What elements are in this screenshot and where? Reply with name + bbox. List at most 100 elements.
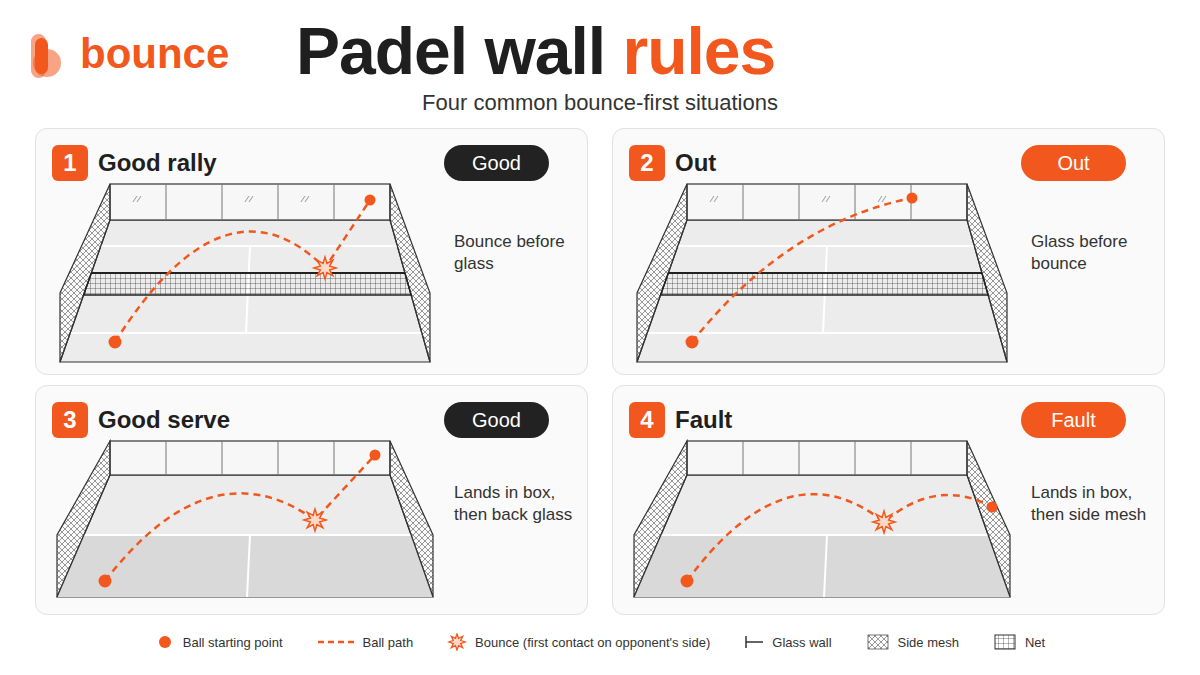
glass-divider [334,441,335,475]
back-glass [110,441,390,475]
court-floor [637,220,1007,362]
ball-start [686,336,699,349]
legend-sample [317,633,355,651]
legend-sample [155,633,175,651]
service-line [84,534,411,536]
verdict-label: Good [472,410,521,430]
panel-note: Bounce before glass [454,231,580,275]
glass-reflection [133,196,141,202]
panel-illustration [612,128,1165,375]
panel-heading: Fault [675,401,1005,439]
subtitle: Four common bounce-first situations [0,90,1200,116]
legend-item: Bounce (first contact on opponent's side… [447,633,710,651]
legend: Ball starting point Ball path Bounce (firs… [0,633,1200,651]
ball-end [365,195,376,206]
side-mesh [57,441,110,597]
logo-mark [31,34,61,78]
legend-item: Side mesh [866,633,959,651]
net-band [668,272,982,274]
glass-divider [222,184,223,220]
legend-text: Glass wall [772,635,831,650]
panel-note: Lands in box, then side mesh [1031,482,1157,526]
number-badge: 3 [52,402,88,438]
glass-divider [166,184,167,220]
panel-ground [612,128,1165,375]
glass-reflection [710,196,718,202]
legend-item: Ball starting point [155,633,283,651]
panel-heading: Out [675,144,1005,182]
verdict-label: Out [1057,153,1089,173]
glass-divider [743,441,744,475]
brand-name-wrap: bounce [80,33,229,75]
glass-reflection [301,196,309,202]
ball-path [115,200,370,342]
glass-divider [799,184,800,220]
legend-text: Bounce (first contact on opponent's side… [475,635,710,650]
verdict-pill: Out [1021,145,1126,181]
back-glass [110,184,390,220]
service-line [661,534,988,536]
rule-panel: Good serveLands in box, then back glass 3… [35,385,588,615]
rule-panel: OutGlass before bounce2Out [612,128,1165,375]
bounce-mark [873,511,895,533]
glass-divider [222,441,223,475]
glass-divider [911,441,912,475]
verdict-label: Good [472,153,521,173]
glass-divider [743,184,744,220]
legend-text: Ball starting point [183,635,283,650]
rule-panel: FaultLands in box, then side mesh 4 Fault [612,385,1165,615]
verdict-label: Fault [1051,410,1095,430]
service-boxes [57,535,433,597]
side-mesh [967,441,1010,597]
glass-divider [278,441,279,475]
ball-start [109,336,122,349]
panel-note: Lands in box, then back glass [454,482,580,526]
ball-path [692,198,912,342]
ball-end [907,193,918,204]
back-glass [687,441,967,475]
callout-number: 4 [640,408,653,432]
back-glass [687,184,967,220]
center-line [824,535,827,597]
glass-divider [799,441,800,475]
side-mesh [634,441,687,597]
court-floor [60,220,430,362]
verdict-pill: Good [444,145,549,181]
subtitle-wrap: Four common bounce-first situations [0,90,1200,116]
net [84,273,412,295]
glass-divider [334,184,335,220]
panel-illustration [35,385,588,615]
callout-number: 3 [63,408,76,432]
number-badge: 4 [629,402,665,438]
ball-end [370,450,381,461]
legend-sample [993,633,1017,651]
legend-item: Ball path [317,633,414,651]
service-boxes [634,535,1010,597]
ball-start [99,575,112,588]
legend-text: Net [1025,635,1045,650]
panel-ground [35,128,588,375]
center-line [247,535,250,597]
number-badge: 1 [52,145,88,181]
ball-path [687,494,992,581]
panel-ground [612,385,1165,615]
side-mesh [390,441,433,597]
brand-name: bounce [80,33,229,75]
legend-sample [866,633,890,651]
court-floor [634,475,1010,597]
legend-sample [744,633,764,651]
legend-sample [447,633,467,651]
callout-number: 2 [640,151,653,175]
bounce-mark [304,509,326,531]
legend-text: Ball path [363,635,414,650]
ball-start [681,575,694,588]
glass-divider [166,441,167,475]
panel-heading: Good serve [98,401,428,439]
title-wrap: Padel wall rules [296,14,775,90]
net-band [91,272,405,274]
number-badge: 2 [629,145,665,181]
ball-end [987,502,998,513]
legend-item: Glass wall [744,633,831,651]
panel-heading: Good rally [98,144,428,182]
glass-reflection [878,196,886,202]
